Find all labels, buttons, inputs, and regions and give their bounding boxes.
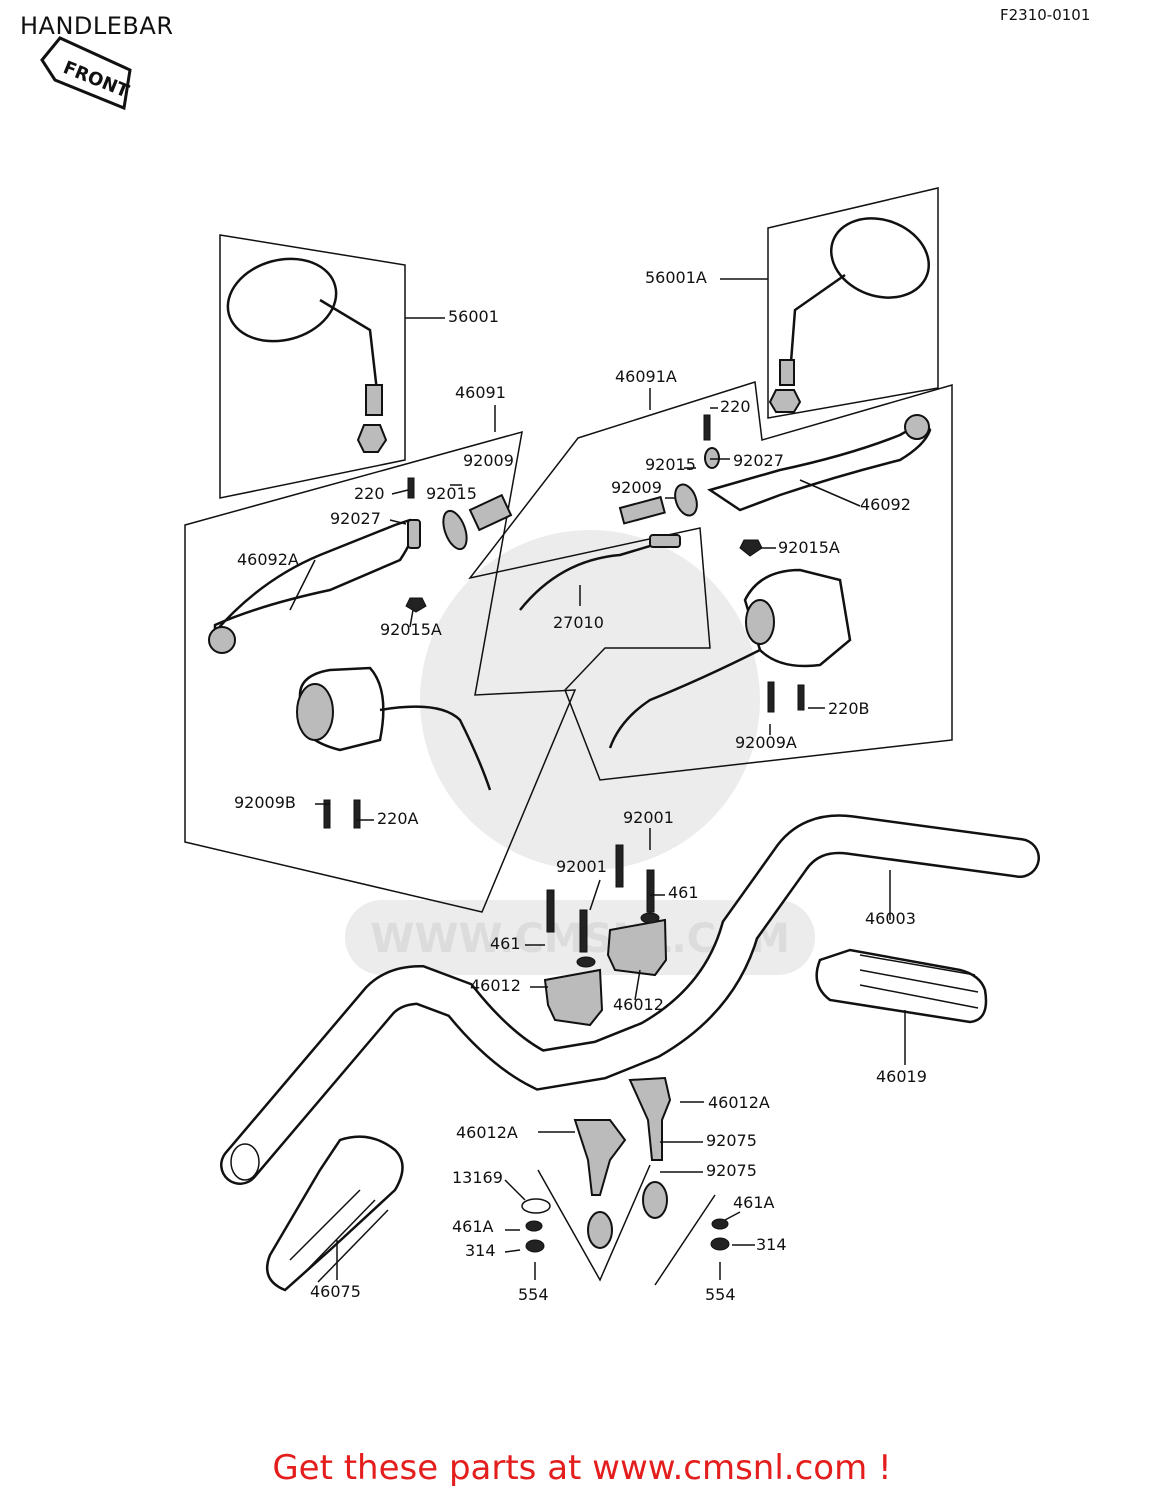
part-labels: 56001 56001A 46091 46091A 220 92009 9201… [234, 268, 927, 1304]
handlebar-tube [220, 814, 1040, 1185]
label-314: 314 [465, 1241, 496, 1260]
label-46012: 46012 [470, 976, 521, 995]
left-switch-wire [379, 705, 492, 791]
label-314-right: 314 [756, 1235, 787, 1254]
parts-diagram: WWW.CMSNL.COM FRONT [40, 36, 1040, 1304]
label-92015-right: 92015 [645, 455, 696, 474]
label-46092A: 46092A [237, 550, 299, 569]
label-461A: 461A [452, 1217, 494, 1236]
right-mirror-stem [788, 273, 846, 376]
label-220: 220 [354, 484, 385, 503]
label-13169: 13169 [452, 1168, 503, 1187]
label-56001: 56001 [448, 307, 499, 326]
label-92009B: 92009B [234, 793, 296, 812]
front-arrow-icon: FRONT [40, 36, 132, 111]
right-mirror-panel [767, 187, 939, 419]
label-46092: 46092 [860, 495, 911, 514]
right-switch-wire [608, 648, 761, 749]
label-46091: 46091 [455, 383, 506, 402]
left-mirror-nut [356, 424, 388, 453]
footer-cta[interactable]: Get these parts at www.cmsnl.com ! [272, 1448, 892, 1488]
label-46012-right: 46012 [613, 995, 664, 1014]
label-554-right: 554 [705, 1285, 736, 1304]
diagram-code: F2310-0101 [1000, 6, 1091, 24]
page-title: HANDLEBAR [20, 12, 174, 40]
label-92027: 92027 [330, 509, 381, 528]
right-brake-lever [707, 424, 932, 512]
spring [468, 493, 513, 532]
left-grip [265, 1135, 404, 1292]
pivot-sleeve [407, 519, 421, 549]
right-mirror-glass [830, 217, 930, 299]
upper-holders [543, 844, 668, 1027]
label-92001-top: 92001 [623, 808, 674, 827]
left-clutch-lever [213, 518, 415, 636]
right-grip [815, 948, 988, 1024]
label-56001A: 56001A [645, 268, 707, 287]
label-461: 461 [490, 934, 521, 953]
right-mirror-nut [768, 389, 802, 413]
label-92001: 92001 [556, 857, 607, 876]
label-92075: 92075 [706, 1161, 757, 1180]
left-mirror-panel [219, 234, 406, 499]
label-46075: 46075 [310, 1282, 361, 1301]
label-92015A-right: 92015A [778, 538, 840, 557]
label-92009-right: 92009 [611, 478, 662, 497]
label-554: 554 [518, 1285, 549, 1304]
label-27010: 27010 [553, 613, 604, 632]
right-switch-panel [468, 381, 953, 781]
label-46012A-right: 46012A [708, 1093, 770, 1112]
left-mirror-thread [365, 384, 383, 416]
left-mirror-glass [226, 257, 338, 343]
left-switch-panel [184, 430, 577, 913]
label-46091A: 46091A [615, 367, 677, 386]
label-92075-top: 92075 [706, 1131, 757, 1150]
label-220-right: 220 [720, 397, 751, 416]
stop-switch-wire [519, 538, 671, 611]
label-92009A: 92009A [735, 733, 797, 752]
label-220A: 220A [377, 809, 419, 828]
leader-lines [289, 278, 906, 1280]
label-92027-right: 92027 [733, 451, 784, 470]
label-92015A: 92015A [380, 620, 442, 639]
label-461-right: 461 [668, 883, 699, 902]
adjuster-bolt [618, 495, 666, 525]
left-mirror-stem [319, 298, 380, 401]
label-46012A: 46012A [456, 1123, 518, 1142]
label-92015: 92015 [426, 484, 477, 503]
label-92009: 92009 [463, 451, 514, 470]
label-220B: 220B [828, 699, 870, 718]
label-46019: 46019 [876, 1067, 927, 1086]
lower-holders [521, 1076, 730, 1286]
label-461A-right: 461A [733, 1193, 775, 1212]
right-switch-housing [743, 568, 852, 668]
right-mirror-thread [779, 359, 795, 386]
